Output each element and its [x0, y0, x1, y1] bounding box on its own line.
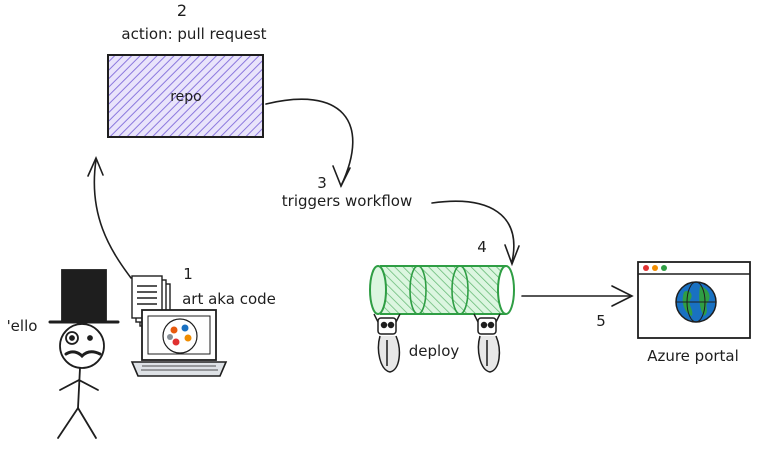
workflow-pipe	[369, 265, 515, 315]
arrow-workflow-to-pipe	[431, 200, 520, 267]
triggers-label: triggers workflow	[282, 192, 412, 210]
step-2-number: 2	[177, 1, 187, 20]
step-4-number: 4	[477, 238, 487, 256]
action-label: action: pull request	[121, 25, 266, 43]
robot-left-icon	[373, 313, 401, 373]
repo-box: repo	[107, 54, 264, 138]
gentleman-figure-icon	[48, 269, 120, 439]
arrow-repo-to-workflow	[265, 98, 354, 188]
step-3-number: 3	[317, 174, 327, 192]
robot-right-icon	[473, 313, 501, 373]
arrow-code-to-repo	[87, 155, 132, 279]
art-label: art aka code	[182, 290, 276, 308]
azure-portal-label: Azure portal	[647, 347, 739, 365]
greeting-label: 'ello	[7, 317, 38, 335]
deploy-label: deploy	[409, 342, 460, 360]
step-5-number: 5	[596, 312, 606, 330]
laptop-icon	[130, 309, 228, 377]
step-1-number: 1	[183, 265, 193, 283]
arrow-pipe-to-portal	[521, 285, 634, 307]
repo-label: repo	[170, 89, 202, 105]
globe-icon	[675, 281, 717, 323]
